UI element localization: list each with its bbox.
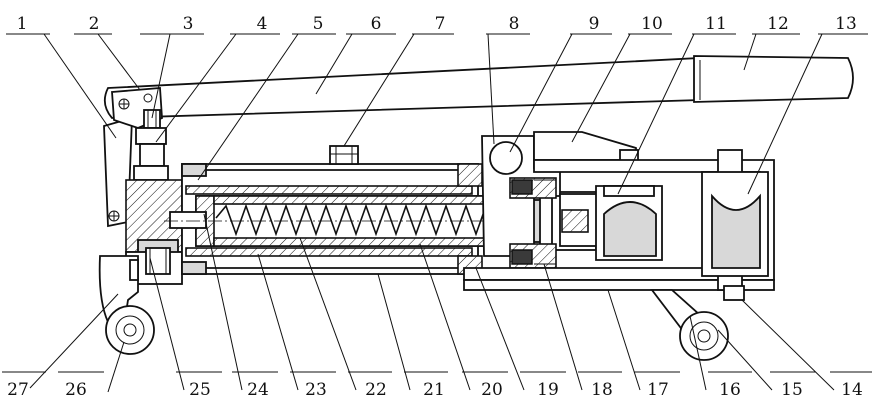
part-number-27: 27: [7, 380, 29, 400]
part-number-12: 12: [767, 14, 789, 34]
callout-20: 20: [419, 243, 508, 400]
part-number-10: 10: [641, 14, 663, 34]
callout-1: 1: [6, 14, 117, 139]
part-number-17: 17: [647, 380, 669, 400]
callout-21: 21: [377, 273, 448, 400]
part-number-25: 25: [189, 380, 211, 400]
push-head: [559, 185, 663, 261]
callout-8: 8: [486, 14, 530, 145]
gland-block: [481, 135, 561, 269]
callout-11: 11: [617, 14, 736, 195]
part-number-8: 8: [509, 14, 520, 34]
callout-23: 23: [257, 253, 336, 400]
callout-2: 2: [74, 14, 141, 91]
front-caster: [98, 255, 155, 355]
part-number-2: 2: [89, 14, 100, 34]
part-number-6: 6: [371, 14, 382, 34]
callout-6: 6: [315, 14, 396, 95]
part-number-15: 15: [781, 380, 803, 400]
handle-lever: [103, 55, 854, 119]
callout-14: 14: [741, 299, 872, 400]
rear-caster: [650, 289, 729, 361]
callout-17: 17: [607, 289, 680, 400]
callout-22: 22: [299, 237, 392, 400]
part-number-23: 23: [305, 380, 327, 400]
part-number-14: 14: [841, 380, 863, 400]
callout-12: 12: [743, 14, 800, 71]
callout-10: 10: [571, 14, 672, 143]
part-number-7: 7: [435, 14, 446, 34]
part-number-24: 24: [247, 380, 269, 400]
part-number-11: 11: [705, 14, 727, 34]
callout-3: 3: [140, 14, 204, 119]
callout-9: 9: [509, 14, 612, 153]
callout-16: 16: [689, 315, 752, 400]
callout-13: 13: [747, 14, 868, 195]
callout-26: 26: [58, 341, 125, 400]
part-number-21: 21: [423, 380, 445, 400]
part-number-19: 19: [537, 380, 559, 400]
part-number-9: 9: [589, 14, 600, 34]
top-bracket: [533, 131, 639, 163]
callout-24: 24: [203, 213, 278, 400]
oil-port: [329, 145, 359, 165]
jaw-block: [701, 149, 769, 301]
part-number-18: 18: [591, 380, 613, 400]
part-number-20: 20: [481, 380, 503, 400]
pump-linkage: [103, 87, 169, 228]
callout-4: 4: [155, 14, 280, 143]
callout-19: 19: [475, 267, 566, 400]
callout-7: 7: [343, 14, 454, 147]
callout-25: 25: [149, 257, 222, 400]
callout-27: 27: [2, 293, 119, 400]
callout-5: 5: [197, 14, 336, 181]
callout-15: 15: [717, 329, 816, 400]
part-number-13: 13: [835, 14, 857, 34]
part-number-4: 4: [257, 14, 268, 34]
callouts: 1 2 3 4 5 6 7: [2, 14, 872, 400]
part-number-1: 1: [17, 14, 28, 34]
part-number-16: 16: [719, 380, 741, 400]
part-number-3: 3: [183, 14, 194, 34]
part-number-22: 22: [365, 380, 387, 400]
part-number-5: 5: [313, 14, 324, 34]
callout-18: 18: [543, 263, 622, 400]
part-number-26: 26: [65, 380, 87, 400]
